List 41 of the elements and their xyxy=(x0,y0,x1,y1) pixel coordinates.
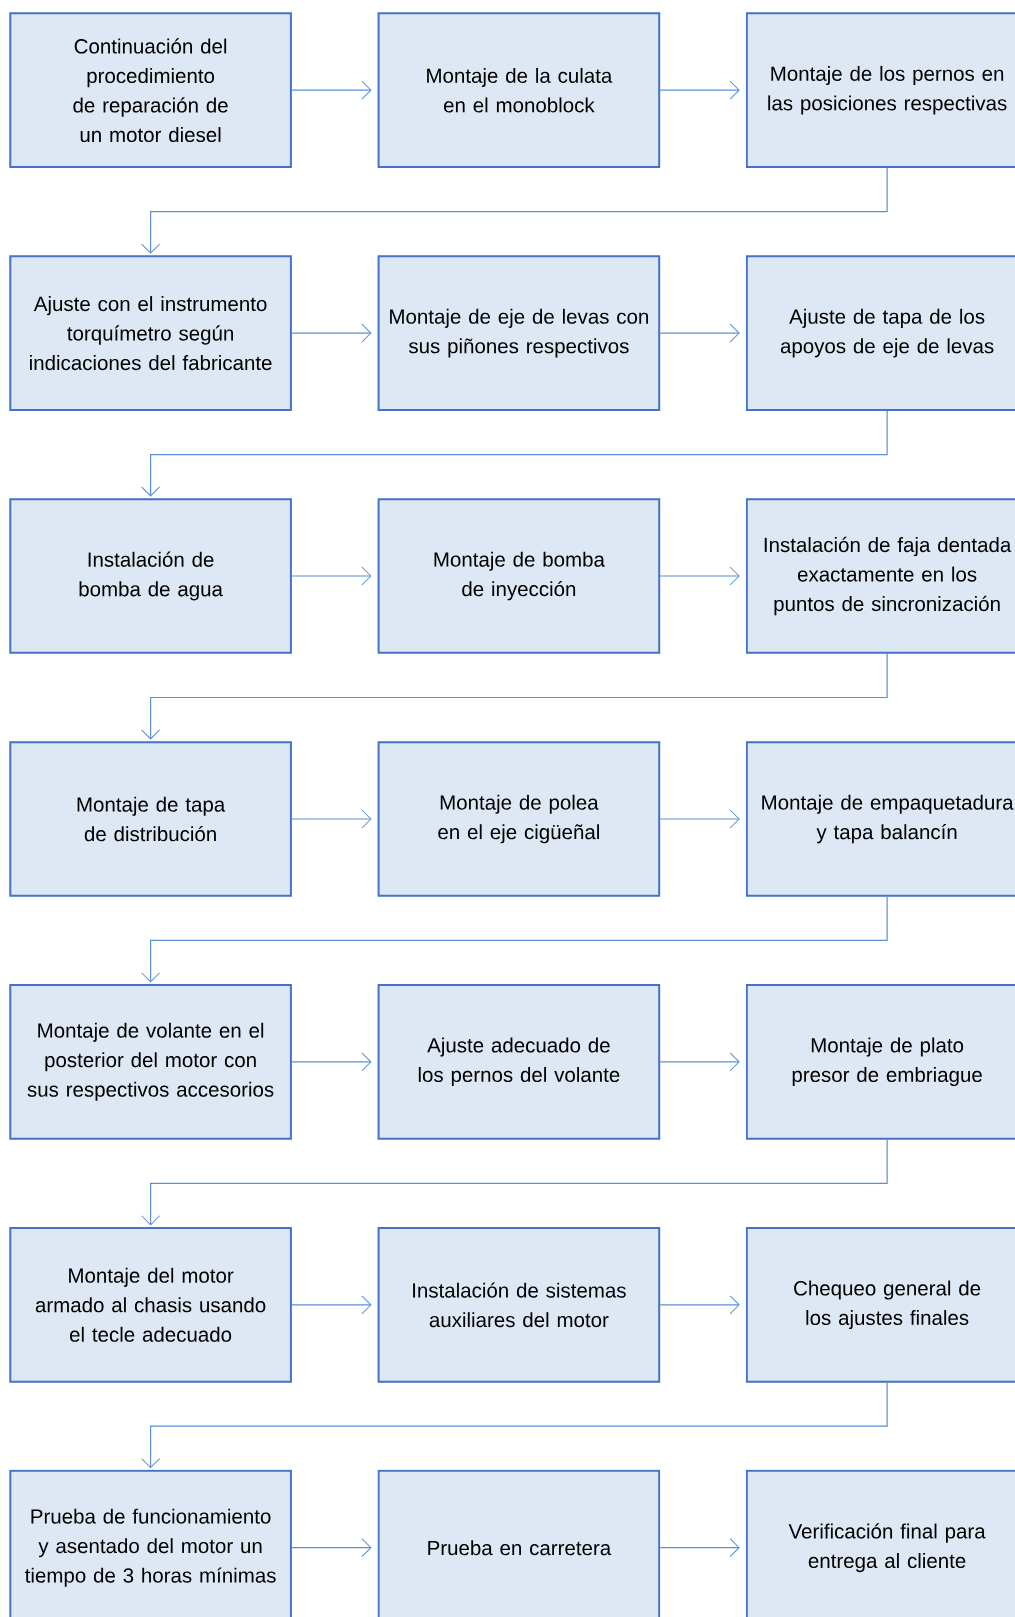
process-box: Instalación de sistemas auxiliares del motor xyxy=(377,1226,661,1383)
arrow xyxy=(659,1538,740,1558)
process-box: Montaje de volante en el posterior del motor con sus respectivos accesorios xyxy=(9,983,292,1140)
arrow xyxy=(141,1139,888,1226)
arrow xyxy=(291,566,372,586)
arrow xyxy=(141,167,888,254)
process-box: Instalación de bomba de agua xyxy=(9,498,292,654)
process-box: Continuación del procedimiento de reparación de un motor diesel xyxy=(9,12,292,169)
process-box: Verificación final para entrega al cliente xyxy=(745,1469,1015,1617)
arrow xyxy=(659,1295,740,1315)
process-box: Montaje de plato presor de embriague xyxy=(745,983,1015,1140)
arrow xyxy=(291,1538,372,1558)
process-box: Instalación de faja dentada exactamente en los puntos de sincronización xyxy=(745,498,1015,654)
process-box: Montaje de tapa de distribución xyxy=(9,741,292,897)
process-box: Chequeo general de los ajustes finales xyxy=(745,1226,1015,1383)
process-box: Prueba de funcionamiento y asentado del motor un tiempo de 3 horas mínimas xyxy=(9,1469,292,1617)
arrow xyxy=(141,653,888,740)
arrow xyxy=(141,1382,888,1469)
process-box: Montaje de empaquetadura y tapa balancín xyxy=(745,741,1015,897)
arrow xyxy=(291,323,372,343)
arrow xyxy=(291,1052,372,1072)
arrow xyxy=(659,566,740,586)
process-box: Ajuste de tapa de los apoyos de eje de levas xyxy=(745,255,1015,411)
process-box: Montaje de bomba de inyección xyxy=(377,498,661,654)
process-box: Montaje del motor armado al chasis usando el tecle adecuado xyxy=(9,1226,292,1383)
arrow xyxy=(659,809,740,829)
arrow xyxy=(659,323,740,343)
process-box: Prueba en carretera xyxy=(377,1469,661,1617)
arrow xyxy=(141,410,888,497)
process-box: Montaje de la culata en el monoblock xyxy=(377,12,661,169)
process-box: Montaje de los pernos en las posiciones respectivas xyxy=(745,12,1015,169)
arrow xyxy=(291,809,372,829)
arrow xyxy=(141,896,888,983)
process-box: Montaje de polea en el eje cigüeñal xyxy=(377,741,661,897)
arrow xyxy=(659,80,740,100)
arrow xyxy=(291,80,372,100)
process-box: Ajuste adecuado de los pernos del volante xyxy=(377,983,661,1140)
arrow xyxy=(291,1295,372,1315)
process-box: Montaje de eje de levas con sus piñones respectivos xyxy=(377,255,661,411)
process-box: Ajuste con el instrumento torquímetro según indicaciones del fabricante xyxy=(9,255,292,411)
arrow xyxy=(659,1052,740,1072)
